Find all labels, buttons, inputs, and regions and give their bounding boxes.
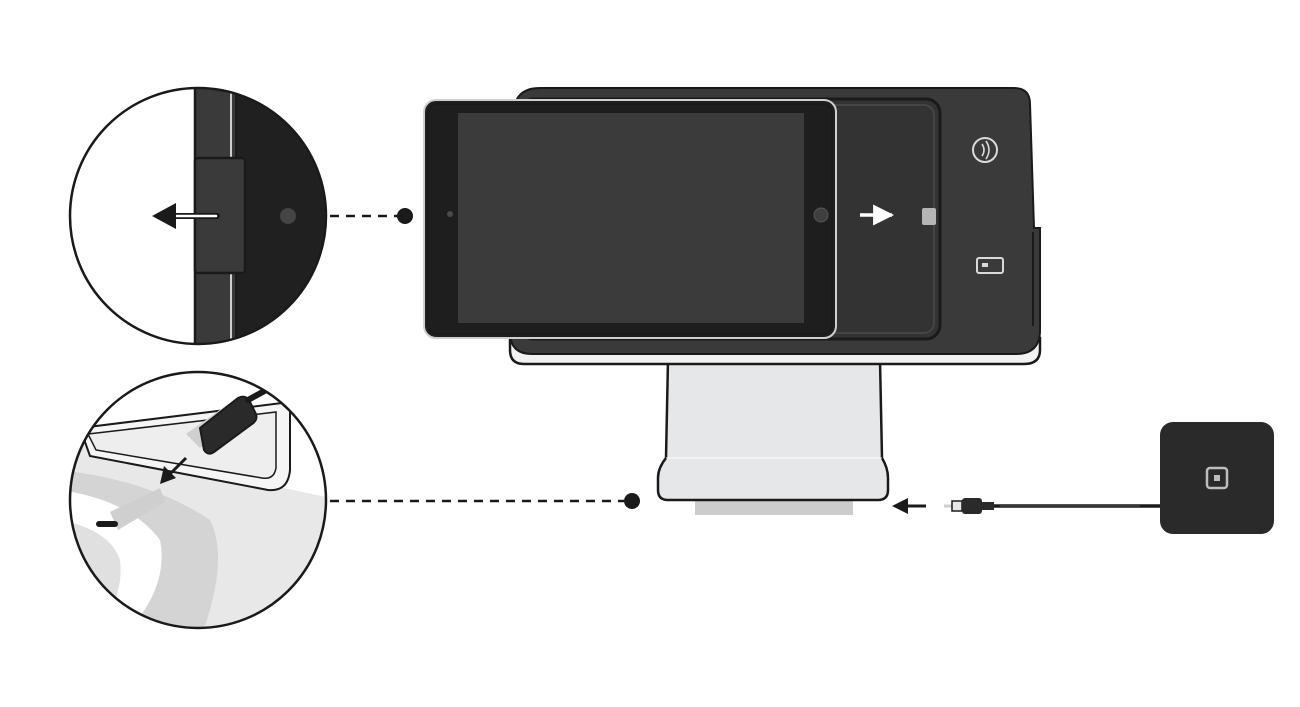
tablet-screen xyxy=(458,113,804,323)
stand-neck xyxy=(656,358,890,502)
square-logo-icon xyxy=(1205,466,1229,490)
callout-port-detail xyxy=(68,370,328,630)
tablet-home-button xyxy=(813,207,829,223)
leader-line-top xyxy=(330,208,413,224)
stand-foot xyxy=(695,497,853,515)
tablet xyxy=(423,99,837,339)
connect-arrow-icon xyxy=(892,498,926,514)
release-latch xyxy=(922,208,936,225)
leader-line-bottom xyxy=(330,493,640,509)
usb-connector-icon xyxy=(951,498,994,514)
tablet-camera xyxy=(447,211,453,217)
callout-circle-top xyxy=(68,86,328,346)
card-slot-icon xyxy=(976,257,1004,274)
cable-connection xyxy=(892,422,1274,534)
contactless-icon xyxy=(972,137,998,163)
callout-circle-bottom xyxy=(68,370,328,630)
pull-arrow-icon xyxy=(152,203,220,229)
callout-release-detail xyxy=(68,86,328,346)
